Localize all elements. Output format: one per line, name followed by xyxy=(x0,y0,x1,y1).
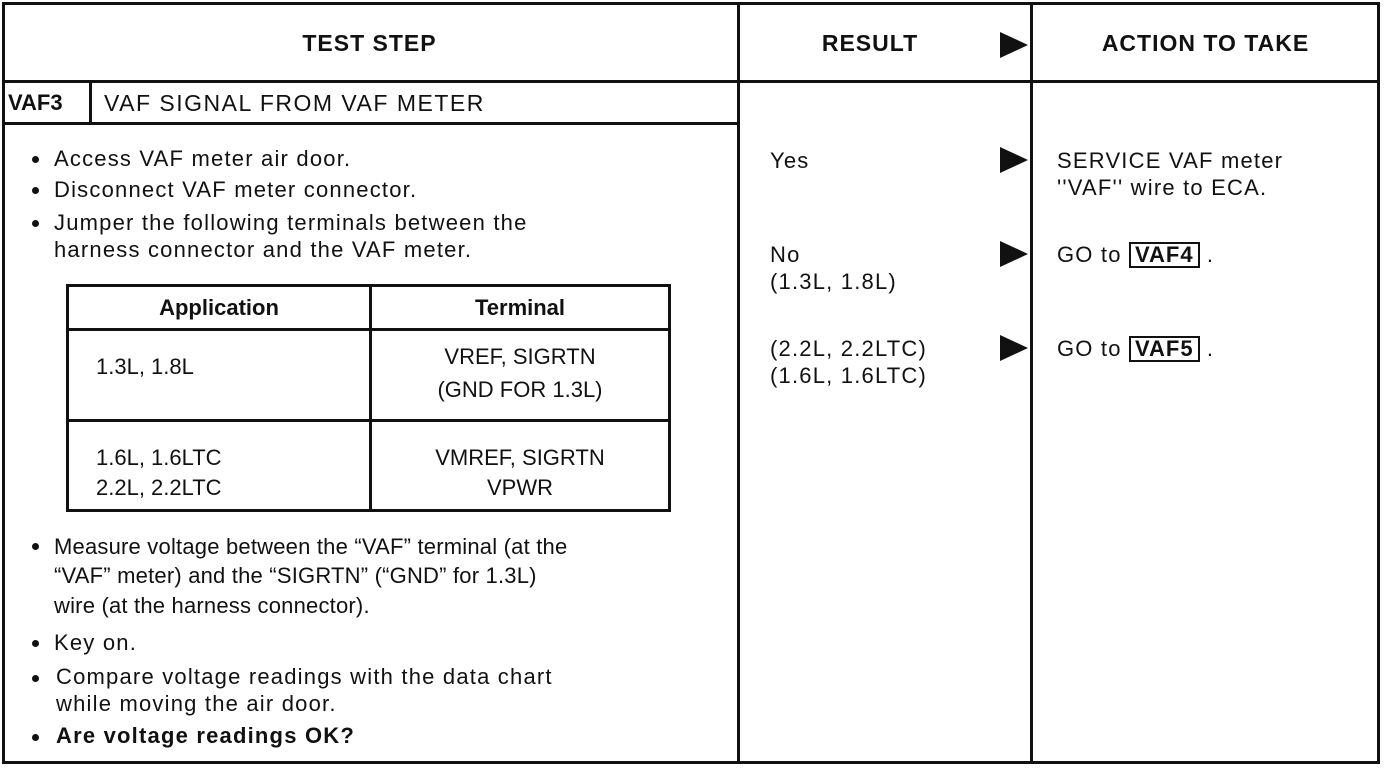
terminal-table-cell-application: 2.2L, 2.2LTC xyxy=(96,475,222,500)
header-divider xyxy=(2,80,1380,83)
instruction-question: Are voltage readings OK? xyxy=(56,723,355,748)
bullet-icon xyxy=(32,220,39,227)
terminal-table-header-application: Application xyxy=(159,295,279,320)
result-other-arrow-icon xyxy=(1000,335,1028,361)
bullet-icon xyxy=(32,734,39,741)
test-step-header: TEST STEP xyxy=(302,30,437,56)
terminal-table-header-terminal: Terminal xyxy=(474,295,566,320)
terminal-table-cell-terminal: VREF, SIGRTN xyxy=(444,344,596,369)
terminal-table-cell-terminal: VMREF, SIGRTN xyxy=(435,445,605,470)
terminal-table-col-divider xyxy=(369,287,372,509)
instruction-key-on: Key on. xyxy=(54,630,138,655)
instruction-measure-voltage: Measure voltage between the “VAF” termin… xyxy=(54,534,568,559)
instruction-access-air-door: Access VAF meter air door. xyxy=(54,146,352,171)
result-other-engines: (2.2L, 2.2LTC) xyxy=(770,336,928,361)
action-go-to-label: GO to xyxy=(1057,242,1122,267)
result-no: No xyxy=(770,242,801,267)
terminal-table-cell-terminal: VPWR xyxy=(487,475,553,500)
result-header: RESULT xyxy=(821,30,919,56)
action-go-to-vaf4: GO to VAF4 . xyxy=(1057,241,1214,268)
column-divider-result-action xyxy=(1030,2,1033,764)
terminal-table: Application Terminal 1.3L, 1.8L VREF, SI… xyxy=(66,284,671,512)
terminal-table-cell-application: 1.3L, 1.8L xyxy=(96,354,194,379)
instruction-disconnect-connector: Disconnect VAF meter connector. xyxy=(54,177,418,202)
result-no-arrow-icon xyxy=(1000,241,1028,267)
instruction-jumper-terminals: Jumper the following terminals between t… xyxy=(54,210,528,235)
result-yes-arrow-icon xyxy=(1000,147,1028,173)
terminal-table-cell-terminal: (GND FOR 1.3L) xyxy=(437,377,603,402)
bullet-icon xyxy=(32,156,39,163)
bullet-icon xyxy=(32,543,39,550)
result-arrow-icon xyxy=(1000,32,1028,58)
bullet-icon xyxy=(32,640,39,647)
step-id-divider xyxy=(89,82,92,124)
terminal-table-cell-application: 1.6L, 1.6LTC xyxy=(96,445,222,470)
instruction-measure-voltage-cont: wire (at the harness connector). xyxy=(54,593,370,618)
action-to-take-header: ACTION TO TAKE xyxy=(1101,30,1310,56)
terminal-table-row-divider xyxy=(69,419,668,422)
action-go-to-vaf5: GO to VAF5 . xyxy=(1057,335,1214,362)
action-period: . xyxy=(1206,336,1215,361)
column-divider-teststep-result xyxy=(737,2,740,764)
action-go-to-label: GO to xyxy=(1057,336,1122,361)
action-service-vaf-meter: SERVICE VAF meter xyxy=(1057,148,1284,173)
result-yes: Yes xyxy=(770,148,810,173)
instruction-jumper-terminals-cont: harness connector and the VAF meter. xyxy=(54,237,473,262)
result-other-engines-cont: (1.6L, 1.6LTC) xyxy=(770,363,928,388)
result-no-detail: (1.3L, 1.8L) xyxy=(770,269,897,294)
step-id: VAF3 xyxy=(8,90,63,115)
step-title: VAF SIGNAL FROM VAF METER xyxy=(104,90,485,116)
instruction-compare-voltage-cont: while moving the air door. xyxy=(56,691,337,716)
step-title-divider xyxy=(2,122,739,125)
instruction-measure-voltage-cont: “VAF” meter) and the “SIGRTN” (“GND” for… xyxy=(54,563,537,588)
action-period: . xyxy=(1206,242,1215,267)
action-service-vaf-meter-cont: ''VAF'' wire to ECA. xyxy=(1057,175,1268,200)
step-reference-vaf4[interactable]: VAF4 xyxy=(1129,242,1200,268)
bullet-icon xyxy=(32,187,39,194)
terminal-table-header-divider xyxy=(69,328,668,331)
bullet-icon xyxy=(32,675,39,682)
step-reference-vaf5[interactable]: VAF5 xyxy=(1129,336,1200,362)
instruction-compare-voltage: Compare voltage readings with the data c… xyxy=(56,664,553,689)
